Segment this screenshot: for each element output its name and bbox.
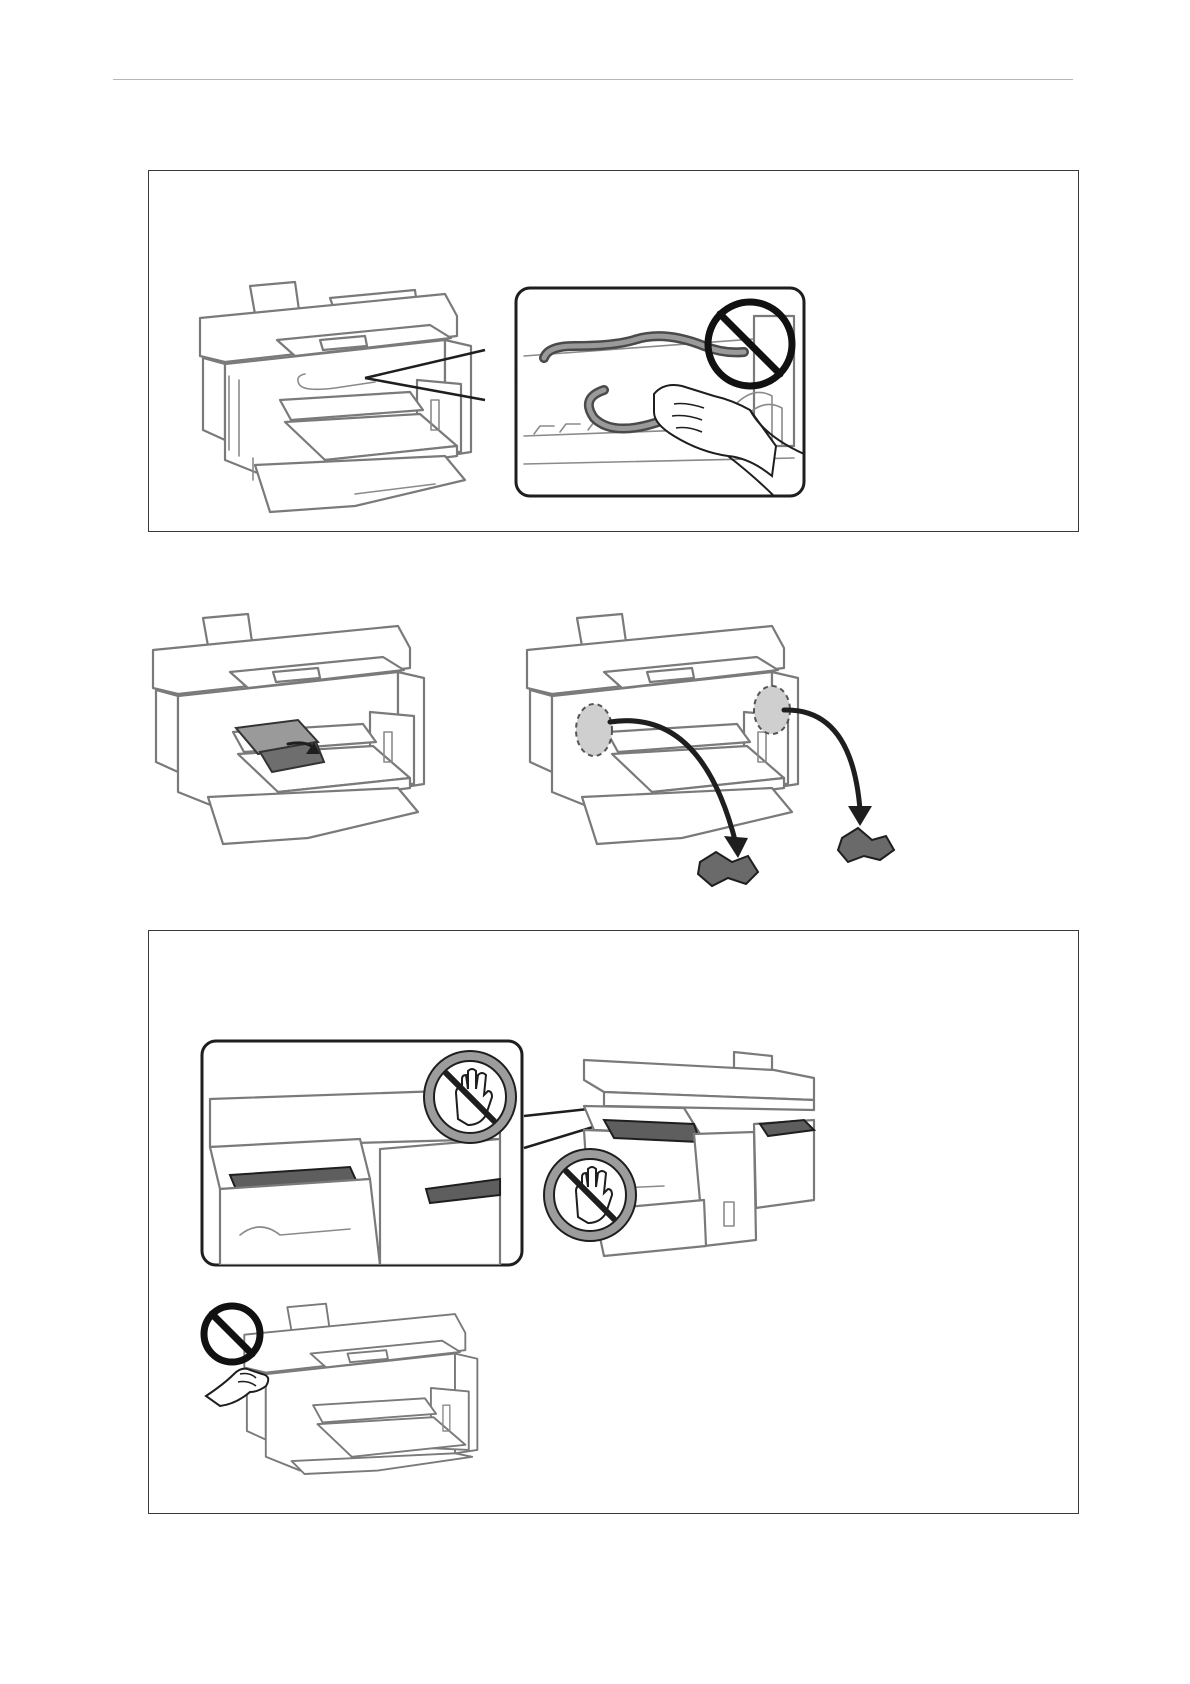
printer-illustration-5 <box>200 1300 500 1500</box>
printer-illustration-2 <box>148 612 458 852</box>
printer-icon <box>244 1304 477 1474</box>
no-touch-badge-2 <box>540 1145 640 1245</box>
callout-do-not-touch <box>200 1039 524 1267</box>
callout-remove-paper <box>514 286 806 498</box>
printer-illustration-1 <box>195 280 505 520</box>
no-touch-icon <box>544 1149 636 1241</box>
no-touch-icon <box>424 1051 516 1143</box>
header-rule <box>113 79 1073 80</box>
printer-icon <box>200 282 471 512</box>
printer-illustration-3 <box>522 612 922 912</box>
